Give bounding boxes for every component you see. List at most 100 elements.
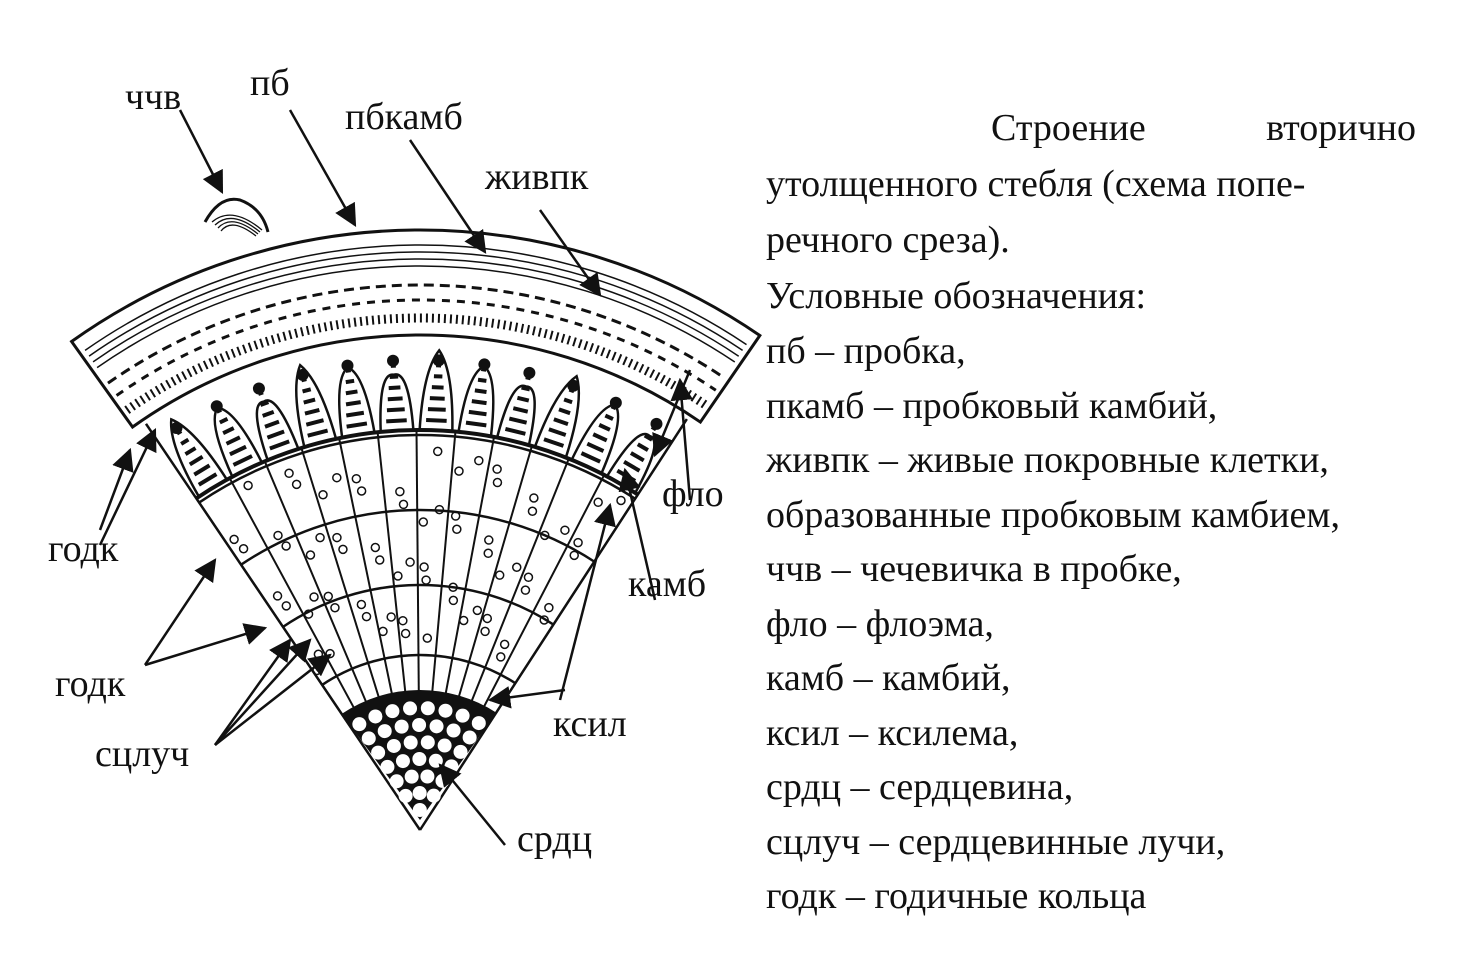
- phloem-band: [598, 423, 611, 432]
- vessel: [398, 615, 408, 626]
- phloem-wedge: [533, 374, 581, 460]
- vessel: [318, 489, 328, 500]
- label-lenticel: ччв: [125, 76, 182, 118]
- phloem-band: [222, 426, 235, 435]
- pith-cell: [368, 709, 383, 724]
- vessel: [356, 599, 367, 610]
- label-cork-cambium: пбкамб: [345, 96, 463, 138]
- phloem-band: [346, 421, 368, 429]
- phloem-band: [266, 429, 285, 440]
- phloem-band: [269, 439, 290, 451]
- legend-item: пкамб – пробковый камбий,: [766, 384, 1218, 427]
- vessel: [351, 473, 362, 484]
- pith-cell: [412, 786, 427, 801]
- pith-cell: [412, 752, 427, 767]
- label-arrow: [538, 209, 602, 297]
- vessel: [330, 602, 340, 613]
- vessel: [616, 495, 626, 506]
- pith-cell: [398, 788, 413, 803]
- vessel: [361, 611, 372, 622]
- phloem-band: [188, 455, 204, 467]
- vessel: [480, 626, 490, 637]
- vessel: [398, 499, 409, 510]
- vessel: [284, 468, 294, 479]
- medullary-ray: [474, 474, 606, 724]
- cork-cambium-line: [107, 283, 726, 385]
- phloem-band: [586, 441, 605, 453]
- vessel: [303, 609, 314, 619]
- phloem-band: [229, 444, 247, 457]
- lenticel-line: [217, 221, 259, 235]
- vessel: [499, 639, 510, 650]
- label-arrow: [143, 558, 217, 666]
- phloem-tip: [341, 359, 354, 372]
- vessel: [395, 486, 405, 497]
- label-arrow: [214, 638, 312, 746]
- phloem-band: [592, 432, 608, 443]
- medullary-ray: [376, 432, 409, 711]
- phloem-band: [543, 437, 565, 448]
- vessel: [405, 557, 415, 567]
- medullary-ray: [429, 431, 457, 711]
- phloem-band: [516, 395, 530, 403]
- phloem-tip: [296, 368, 309, 381]
- medullary-ray: [452, 445, 533, 716]
- label-xylem: ксил: [553, 703, 627, 745]
- pith-cell: [412, 718, 427, 733]
- vessel: [419, 562, 429, 572]
- vessel: [386, 612, 396, 622]
- vessel: [422, 633, 433, 643]
- pith-cell: [361, 731, 376, 746]
- phloem-tip: [523, 366, 536, 379]
- phloem-band: [305, 418, 325, 427]
- vessel: [356, 486, 367, 496]
- medullary-ray: [441, 436, 496, 713]
- label-pith: срдц: [517, 818, 593, 860]
- pith-cell: [420, 701, 435, 716]
- pith: [341, 690, 497, 820]
- vessel: [332, 532, 342, 543]
- label-arrow: [213, 638, 292, 746]
- pith-cell: [429, 719, 444, 734]
- phloem-band: [465, 420, 487, 428]
- vessel: [474, 455, 484, 466]
- label-arrow: [558, 502, 616, 701]
- medullary-ray: [263, 460, 375, 720]
- vessel: [484, 535, 494, 545]
- phloem-band: [264, 419, 280, 429]
- phloem-band: [302, 387, 312, 394]
- phloem-band: [429, 396, 445, 401]
- pith-cell: [386, 738, 401, 753]
- vessel: [332, 472, 342, 483]
- vessel: [418, 517, 429, 527]
- vessel: [454, 466, 464, 476]
- vessel: [309, 592, 319, 602]
- phloem-tip: [252, 382, 265, 395]
- phloem-band: [345, 410, 365, 418]
- vessel: [229, 534, 239, 545]
- legend-list: пб – пробка,пкамб – пробковый камбий,жив…: [766, 324, 1416, 924]
- bark-cork-layer: [69, 197, 762, 430]
- pith-cell: [437, 738, 452, 753]
- vessel: [496, 652, 506, 662]
- pith-cell: [377, 724, 392, 739]
- phloem-band: [345, 378, 355, 385]
- legend-item: живпк – живые покровные клетки,: [766, 439, 1329, 481]
- legend-item: годк – годичные кольца: [766, 875, 1147, 917]
- vessel: [492, 477, 503, 488]
- phloem-band: [232, 454, 253, 467]
- legend-item: срдц – сердцевина,: [766, 766, 1074, 808]
- label-annual-rings: годк: [55, 663, 126, 705]
- pith-cell: [471, 716, 486, 731]
- vessel: [593, 497, 603, 508]
- cork-line: [92, 258, 740, 363]
- pith-cell: [380, 759, 395, 774]
- phloem-band: [563, 397, 573, 405]
- phloem-tip: [567, 379, 580, 392]
- phloem-band: [521, 385, 531, 392]
- phloem-band: [307, 428, 329, 438]
- vessel: [523, 572, 534, 583]
- phloem-band: [468, 409, 487, 417]
- vessel: [539, 615, 549, 625]
- vessel: [281, 601, 292, 611]
